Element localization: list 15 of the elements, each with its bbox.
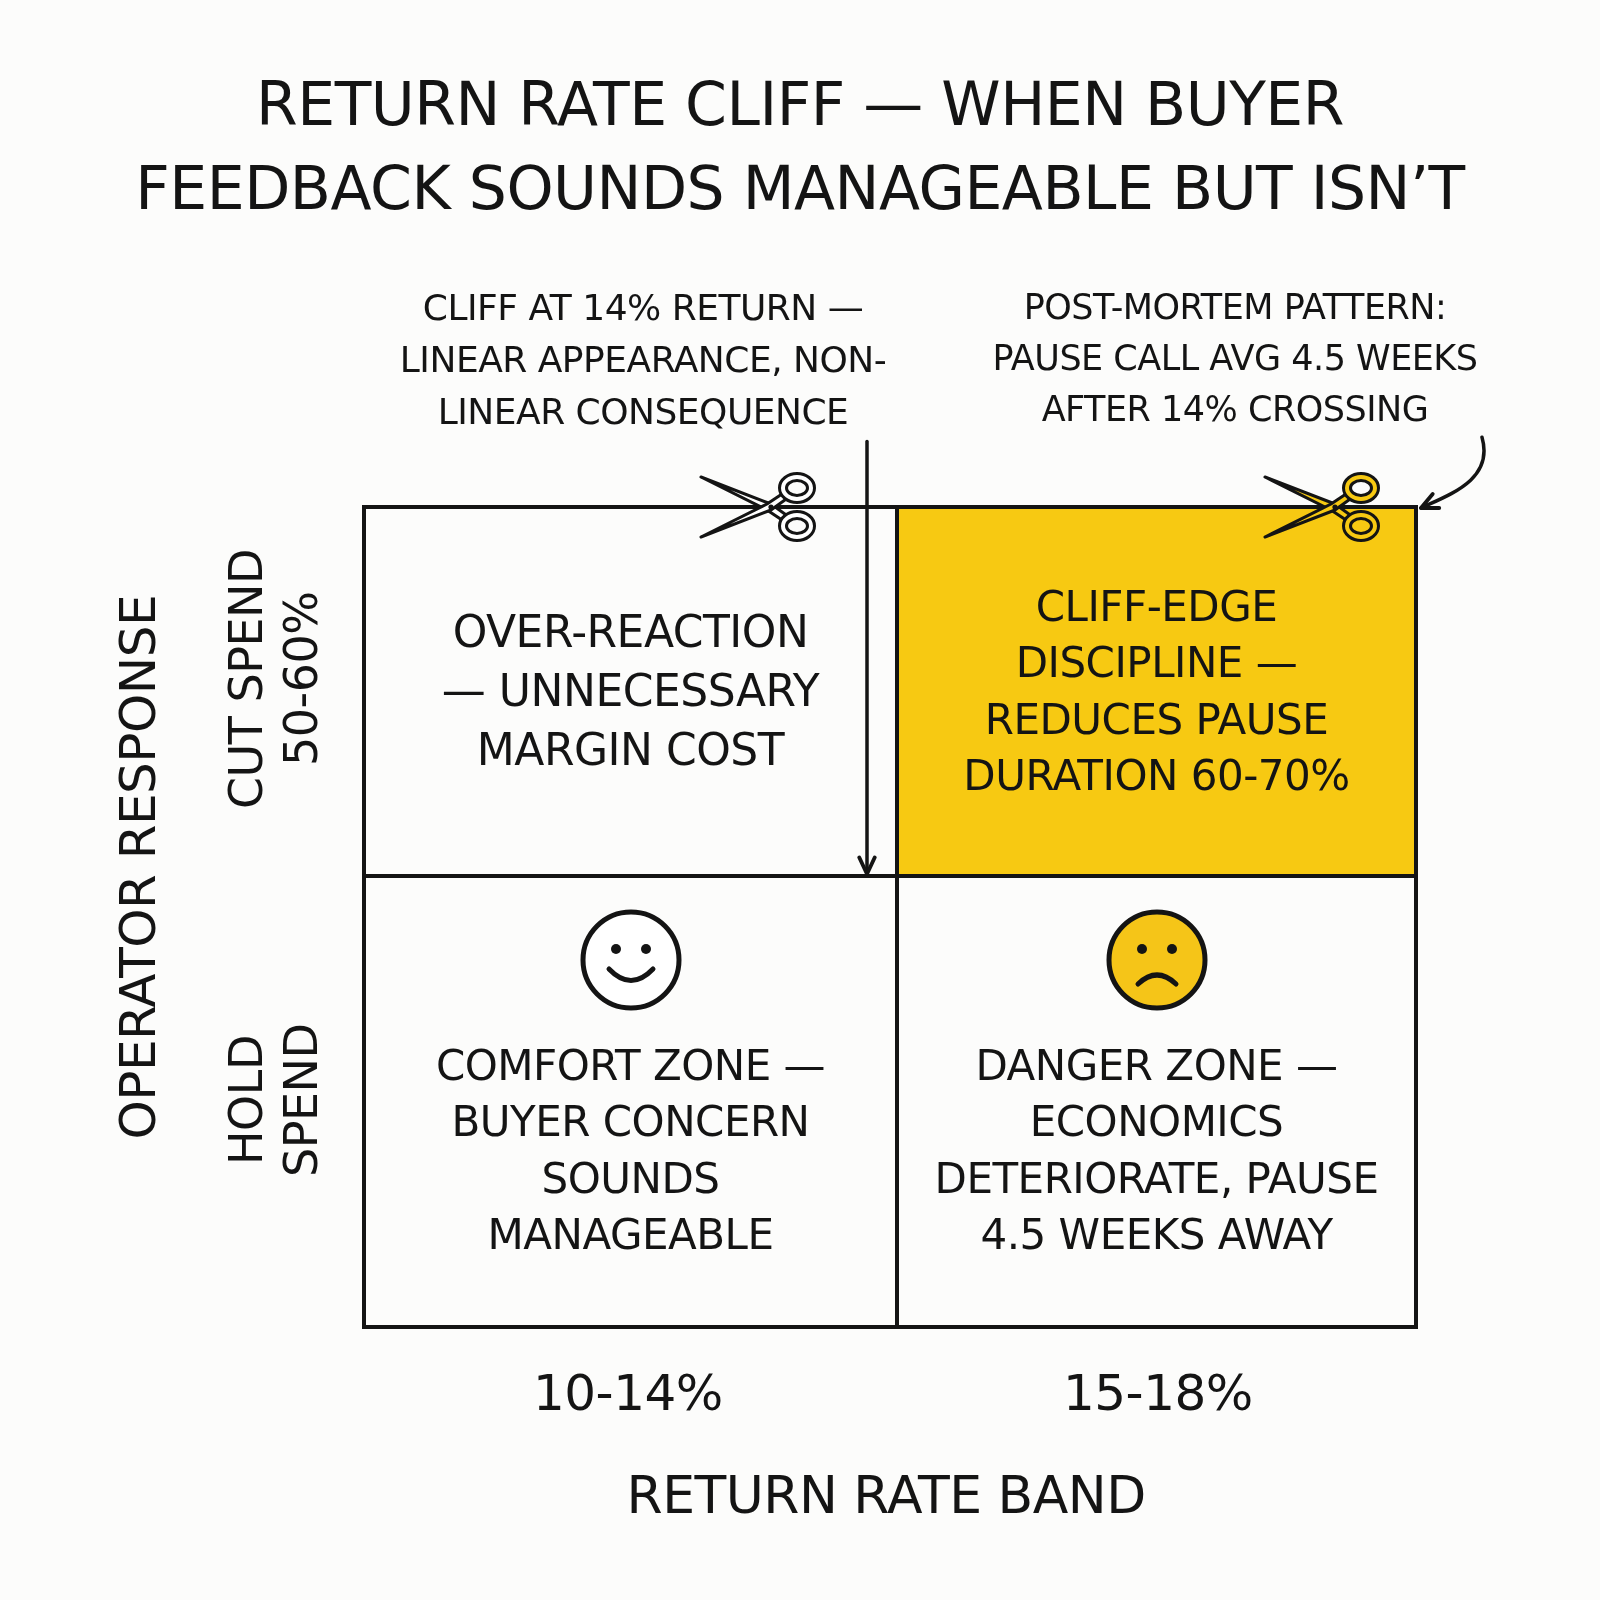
axis-title: RETURN RATE BAND xyxy=(626,1464,1146,1527)
row-label: CUT SPEND 50-60% xyxy=(219,548,330,811)
annotation-note: POST-MORTEM PATTERN: PAUSE CALL AVG 4.5 WEEKS AFTER 14% CROSSING xyxy=(970,282,1500,435)
row-label: HOLD SPEND xyxy=(219,1022,330,1179)
arrow xyxy=(857,439,877,876)
quadrant-text: DANGER ZONE — ECONOMICS DETERIORATE, PAUSE 4.5 WEEKS AWAY xyxy=(933,1040,1380,1261)
quadrant-text: OVER-REACTION — UNNECESSARY MARGIN COST xyxy=(440,605,821,777)
title: RETURN RATE CLIFF — WHEN BUYER FEEDBACK SOUNDS MANAGEABLE BUT ISN’T xyxy=(134,68,1467,225)
axis-title: OPERATOR RESPONSE xyxy=(108,595,168,1140)
curved-arrow xyxy=(1419,435,1486,511)
column-label: 15-18% xyxy=(1063,1363,1253,1423)
annotation-note: CLIFF AT 14% RETURN — LINEAR APPEARANCE, NON-LINEAR CONSEQUENCE xyxy=(366,282,920,439)
quadrant-text: COMFORT ZONE — BUYER CONCERN SOUNDS MANAGEABLE xyxy=(434,1040,827,1261)
quadrant-text: CLIFF-EDGE DISCIPLINE — REDUCES PAUSE DURATION 60-70% xyxy=(962,580,1351,802)
column-label: 10-14% xyxy=(533,1363,723,1423)
